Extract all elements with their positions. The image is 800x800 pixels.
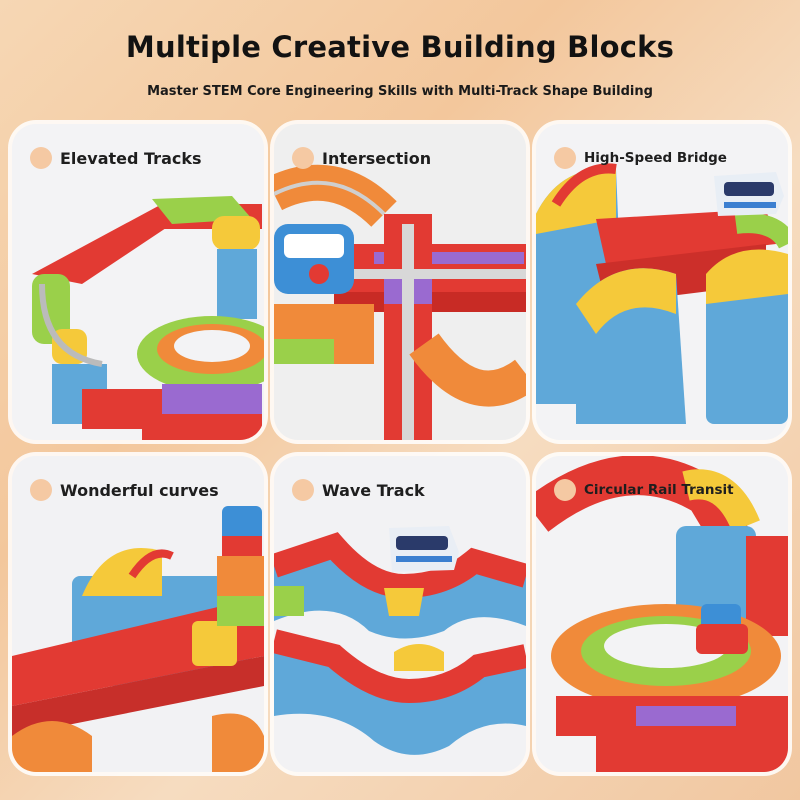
card-title: Wonderful curves: [60, 480, 219, 500]
card-circular-rail-transit: Circular Rail Transit: [536, 456, 788, 772]
header: Multiple Creative Building Blocks Master…: [0, 0, 800, 110]
card-title: Elevated Tracks: [60, 148, 202, 168]
elevated-tracks-illustration: [12, 124, 264, 440]
marker-dot: [292, 147, 314, 169]
circular-rail-transit-illustration: [536, 456, 788, 772]
card-elevated-tracks: Elevated Tracks: [12, 124, 264, 440]
page-subtitle: Master STEM Core Engineering Skills with…: [147, 84, 653, 99]
intersection-illustration: [274, 124, 526, 440]
marker-dot: [292, 479, 314, 501]
card-title: High-Speed Bridge: [584, 150, 727, 166]
card-label-wonderful-curves: Wonderful curves: [30, 476, 219, 504]
marker-dot: [554, 479, 576, 501]
page-title: Multiple Creative Building Blocks: [125, 30, 675, 64]
card-high-speed-bridge: High-Speed Bridge: [536, 124, 788, 440]
wonderful-curves-illustration: [12, 456, 264, 772]
card-title: Circular Rail Transit: [584, 482, 734, 498]
card-wave-track: Wave Track: [274, 456, 526, 772]
card-title: Wave Track: [322, 480, 425, 500]
high-speed-bridge-illustration: [536, 124, 788, 440]
card-label-wave-track: Wave Track: [292, 476, 425, 504]
card-label-high-speed-bridge: High-Speed Bridge: [554, 144, 727, 172]
card-wonderful-curves: Wonderful curves: [12, 456, 264, 772]
marker-dot: [554, 147, 576, 169]
card-label-intersection: Intersection: [292, 144, 431, 172]
card-intersection: Intersection: [274, 124, 526, 440]
card-label-elevated-tracks: Elevated Tracks: [30, 144, 202, 172]
marker-dot: [30, 147, 52, 169]
wave-track-illustration: [274, 456, 526, 772]
card-label-circular-rail-transit: Circular Rail Transit: [554, 476, 734, 504]
marker-dot: [30, 479, 52, 501]
card-title: Intersection: [322, 148, 432, 168]
